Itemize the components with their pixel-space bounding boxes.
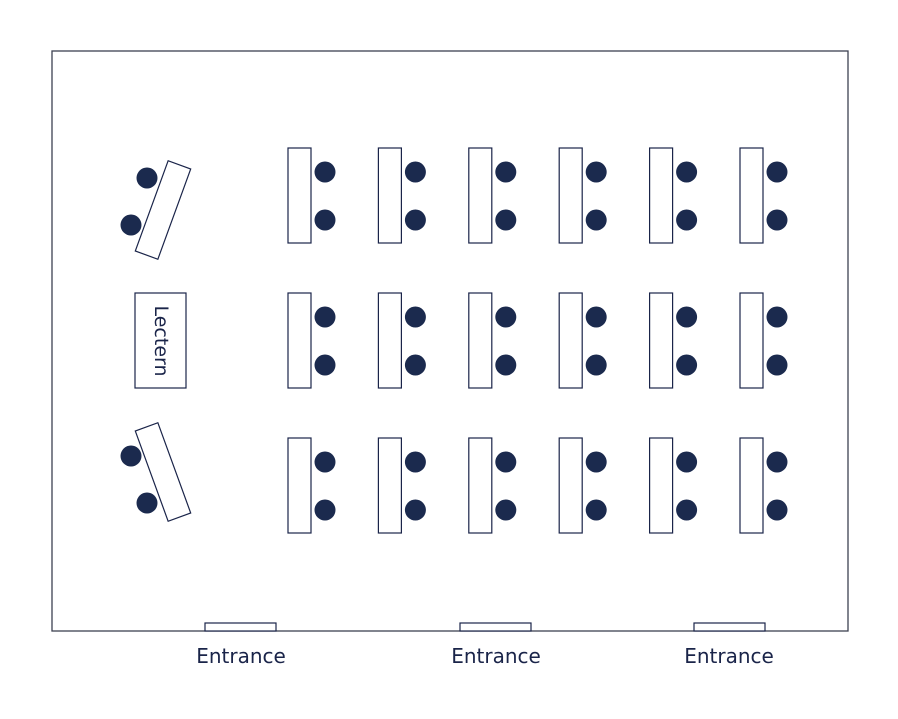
chair xyxy=(495,209,517,231)
desk-group xyxy=(558,292,607,389)
desk xyxy=(739,292,764,389)
lectern-label: Lectern xyxy=(150,305,172,376)
chair xyxy=(314,451,336,473)
desk xyxy=(648,147,674,244)
entrance-label: Entrance xyxy=(451,644,541,668)
chair xyxy=(314,161,336,183)
desk xyxy=(468,147,493,244)
desk xyxy=(287,437,312,534)
chair xyxy=(676,451,698,473)
angled-table-lower-group xyxy=(120,422,192,522)
entrance-door xyxy=(459,622,532,632)
chair xyxy=(676,161,698,183)
entrance-door xyxy=(693,622,766,632)
chair xyxy=(495,451,517,473)
desk xyxy=(739,147,764,244)
chair xyxy=(766,354,788,376)
chair xyxy=(676,354,698,376)
desk-group xyxy=(739,147,788,244)
desk-group xyxy=(648,437,698,534)
desk-group xyxy=(287,292,336,389)
chair xyxy=(495,499,517,521)
chair xyxy=(404,499,426,521)
desk-group xyxy=(468,292,517,389)
desk-group xyxy=(468,147,517,244)
desk-group xyxy=(287,147,336,244)
angled-table-lower xyxy=(134,422,192,522)
chair xyxy=(314,354,336,376)
chair xyxy=(676,209,698,231)
lectern-box xyxy=(134,292,187,389)
chair xyxy=(585,499,607,521)
chair xyxy=(676,499,698,521)
chair xyxy=(766,161,788,183)
desk-group xyxy=(468,437,517,534)
chair xyxy=(136,492,158,514)
desk xyxy=(377,292,402,389)
chair xyxy=(766,451,788,473)
desk xyxy=(558,437,583,534)
angled-table-upper xyxy=(134,160,192,260)
desk-group xyxy=(739,437,788,534)
desk xyxy=(558,292,583,389)
entrance-label: Entrance xyxy=(196,644,286,668)
desk-group xyxy=(648,147,698,244)
desk xyxy=(468,292,493,389)
desk-group xyxy=(287,437,336,534)
desk xyxy=(648,437,674,534)
chair xyxy=(120,214,142,236)
chair xyxy=(766,499,788,521)
chair xyxy=(585,354,607,376)
desk xyxy=(468,437,493,534)
desk xyxy=(377,147,402,244)
desk-group xyxy=(377,437,426,534)
desk xyxy=(739,437,764,534)
chair xyxy=(585,209,607,231)
desk-group xyxy=(648,292,698,389)
desk xyxy=(648,292,674,389)
chair xyxy=(495,354,517,376)
desk-group xyxy=(377,292,426,389)
chair xyxy=(136,167,158,189)
desk-group xyxy=(558,437,607,534)
chair xyxy=(495,161,517,183)
chair xyxy=(314,306,336,328)
chair xyxy=(404,209,426,231)
chair xyxy=(404,451,426,473)
desk xyxy=(287,147,312,244)
chair xyxy=(120,445,142,467)
chair xyxy=(585,451,607,473)
desk-group xyxy=(558,147,607,244)
desk xyxy=(287,292,312,389)
desk-group xyxy=(377,147,426,244)
chair xyxy=(585,161,607,183)
desk xyxy=(377,437,402,534)
chair xyxy=(404,161,426,183)
entrance-label: Entrance xyxy=(684,644,774,668)
chair xyxy=(495,306,517,328)
chair xyxy=(585,306,607,328)
chair xyxy=(314,209,336,231)
desk-group xyxy=(739,292,788,389)
angled-table-upper-group xyxy=(120,160,192,260)
chair xyxy=(314,499,336,521)
seating-grid xyxy=(287,147,788,534)
chair xyxy=(766,209,788,231)
chair xyxy=(404,306,426,328)
chair xyxy=(766,306,788,328)
lectern: Lectern xyxy=(134,292,187,389)
desk xyxy=(558,147,583,244)
chair xyxy=(676,306,698,328)
chair xyxy=(404,354,426,376)
entrance-door xyxy=(204,622,277,632)
